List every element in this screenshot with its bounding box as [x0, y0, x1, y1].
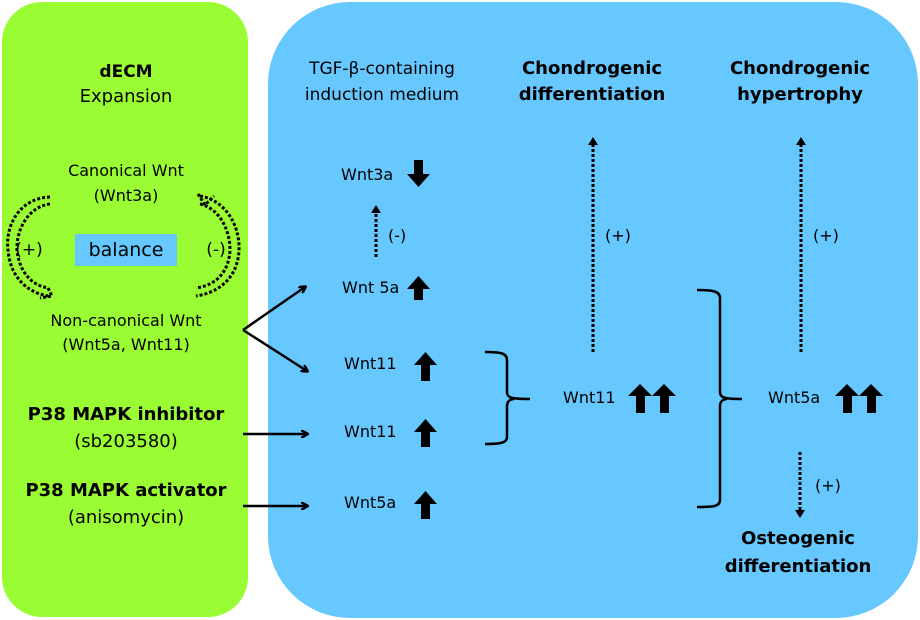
chondrogenic-differentiation-line2: differentiation — [518, 84, 666, 105]
medium-title-line2: induction medium — [304, 85, 460, 105]
wnt3a-node: Wnt3a — [341, 165, 394, 184]
osteogenic-differentiation-line1: Osteogenic — [741, 528, 855, 549]
canonical-wnt-label: Canonical Wnt — [68, 161, 184, 180]
wnt11-node-a: Wnt11 — [344, 354, 397, 373]
expansion-subtitle: Expansion — [79, 86, 173, 107]
positive-feedback-label: (+) — [15, 240, 43, 260]
noncanonical-wnt-label: Non-canonical Wnt — [50, 311, 202, 330]
wnt5a-bottom-up-arrow — [414, 491, 437, 519]
balance-label: balance — [75, 234, 177, 266]
wnt11-b-up-arrow — [414, 419, 437, 447]
decm-expansion-panel — [2, 2, 248, 617]
decm-title: dECM — [99, 62, 153, 82]
wnt11-node-b: Wnt11 — [344, 422, 397, 441]
chondrogenic-differentiation-line1: Chondrogenic — [521, 58, 663, 79]
canonical-wnt-sub: (Wnt3a) — [93, 186, 159, 205]
wnt5a-to-hypertrophy-effect: (+) — [813, 226, 839, 245]
p38-activator-label: P38 MAPK activator — [25, 480, 227, 501]
wnt5a-top-node: Wnt 5a — [342, 278, 400, 297]
chondrogenic-hypertrophy-line2: hypertrophy — [737, 84, 863, 105]
wnt5a-to-wnt3a-effect: (-) — [388, 226, 407, 245]
noncanonical-wnt-sub: (Wnt5a, Wnt11) — [62, 335, 190, 354]
wnt11-to-chondro-effect: (+) — [605, 226, 631, 245]
negative-feedback-arrow — [195, 193, 241, 298]
wnt11-combined-up-arrow-1 — [628, 384, 652, 413]
wnt5a-combined-up-arrow-1 — [835, 384, 859, 413]
wnt5a-combined-node: Wnt5a — [768, 388, 821, 407]
wnt5a-top-up-arrow — [407, 276, 430, 300]
osteogenic-differentiation-line2: differentiation — [724, 556, 872, 577]
p38-activator-sub: (anisomycin) — [67, 507, 185, 528]
chondrogenic-hypertrophy-line1: Chondrogenic — [729, 58, 871, 79]
p38-inhibitor-sub: (sb203580) — [74, 431, 178, 452]
wnt11-combined-node: Wnt11 — [563, 388, 616, 407]
wnt11-a-up-arrow — [414, 352, 437, 381]
wnt5a-bottom-node: Wnt5a — [344, 493, 397, 512]
negative-feedback-label: (-) — [206, 240, 226, 260]
wnt5a-combined-up-arrow-2 — [859, 384, 883, 413]
wnt11-combined-up-arrow-2 — [652, 384, 676, 413]
p38-inhibitor-label: P38 MAPK inhibitor — [27, 404, 225, 425]
wnt5a-brace — [696, 288, 743, 509]
wnt3a-down-arrow — [407, 160, 430, 187]
wnt5a-to-osteo-effect: (+) — [815, 476, 841, 495]
positive-feedback-arrow — [6, 195, 55, 300]
arrow-to-wnt11 — [242, 328, 307, 371]
medium-title-line1: TGF-β-containing — [309, 59, 455, 79]
wnt11-brace — [484, 350, 531, 446]
arrow-to-wnt5a — [242, 287, 305, 332]
